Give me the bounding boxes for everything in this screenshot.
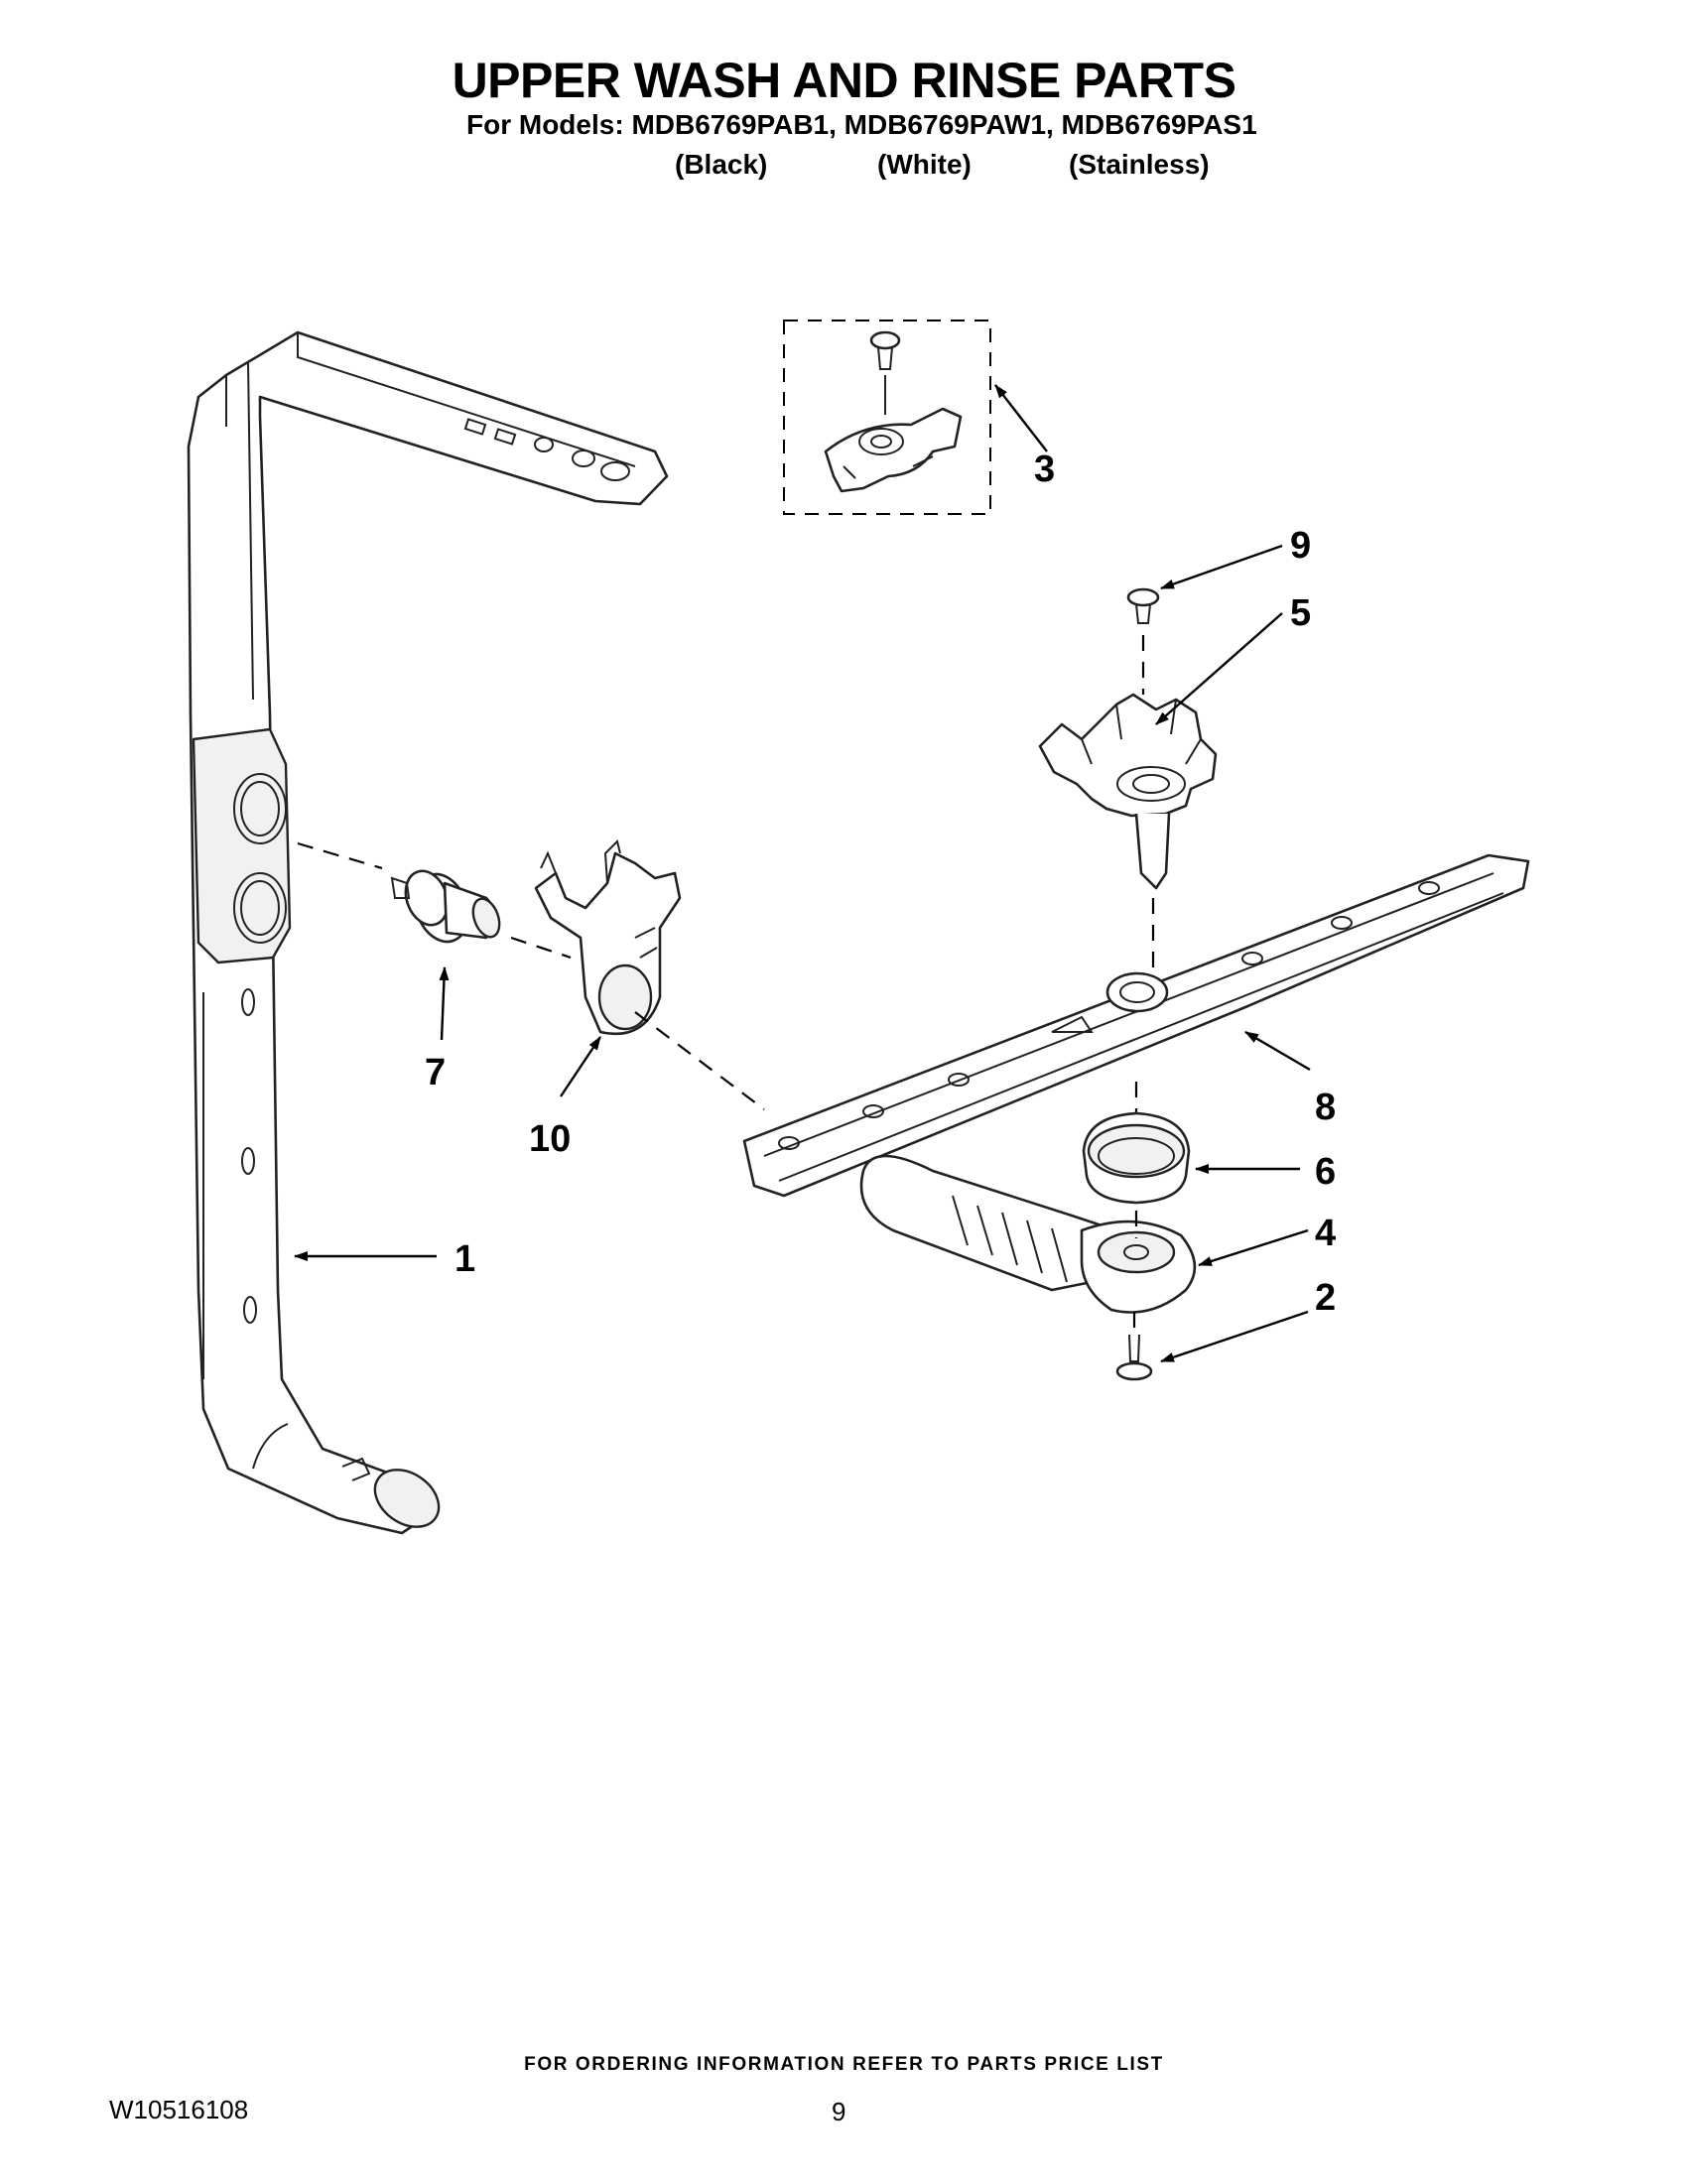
callout-2: 2: [1315, 1277, 1336, 1319]
callout-5: 5: [1290, 592, 1311, 634]
callout-4: 4: [1315, 1213, 1336, 1254]
model-list: For Models: MDB6769PAB1, MDB6769PAW1, MD…: [466, 109, 1257, 140]
callout-10: 10: [529, 1118, 571, 1160]
page-title: UPPER WASH AND RINSE PARTS: [452, 53, 1236, 108]
callout-1: 1: [454, 1238, 475, 1280]
part-6-seal-ring: [1082, 1082, 1191, 1238]
callout-3: 3: [1034, 449, 1055, 490]
part-1-supply-tube: [187, 330, 669, 1535]
callout-7: 7: [425, 1052, 446, 1093]
part-2-screw: [1115, 1312, 1153, 1381]
part-7-feed-connector: [390, 869, 501, 944]
part-8-spray-arm: [742, 853, 1530, 1198]
page-number: 9: [832, 2097, 846, 2126]
callout-8: 8: [1315, 1087, 1336, 1128]
ordering-note: FOR ORDERING INFORMATION REFER TO PARTS …: [524, 2054, 1164, 2075]
part-5-spray-arm-mount: [1038, 693, 1218, 967]
callout-9: 9: [1290, 525, 1311, 567]
variant-stainless: (Stainless): [1069, 149, 1210, 180]
part-3-hub-assembly: [783, 320, 991, 515]
callout-6: 6: [1315, 1151, 1336, 1193]
leader-arrows: [294, 384, 1311, 1363]
variant-white: (White): [877, 149, 972, 180]
part-10-bracket: [534, 839, 682, 1036]
assembly-line-tube-to-arm: [297, 841, 765, 1110]
part-9-screw: [1126, 587, 1160, 695]
part-4-manifold: [859, 1154, 1197, 1314]
variant-black: (Black): [675, 149, 768, 180]
document-number: W10516108: [109, 2095, 249, 2124]
